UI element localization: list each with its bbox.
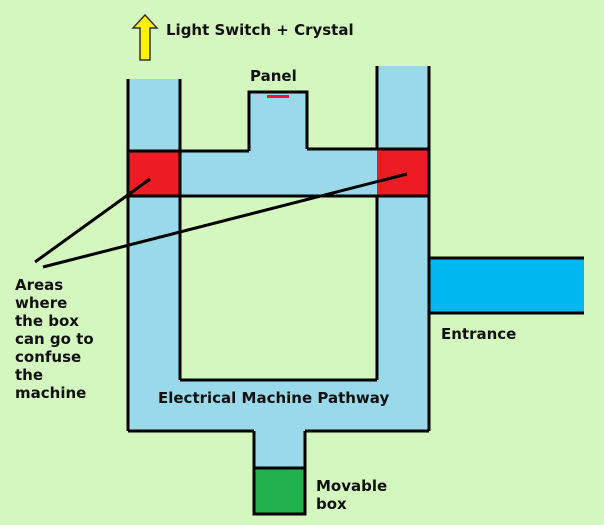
movable-box-label: Movable box	[316, 477, 388, 513]
entrance-corridor[interactable]	[429, 258, 584, 313]
right-confuse-zone[interactable]	[377, 149, 429, 196]
movable-box[interactable]	[252, 466, 307, 516]
pointer-line-left	[34, 177, 151, 264]
pathway-inner-area	[180, 196, 377, 380]
walls	[126, 66, 431, 468]
pathway-label: Electrical Machine Pathway	[158, 389, 390, 407]
panel-label: Panel	[250, 67, 297, 85]
pointer-line-right	[42, 172, 408, 269]
areas-note-label: Areas where the box can go to confuse th…	[15, 276, 94, 402]
entrance-label: Entrance	[441, 325, 517, 343]
up-arrow-icon	[131, 13, 159, 61]
pathway	[128, 66, 429, 468]
light-switch-crystal-label: Light Switch + Crystal	[166, 21, 354, 39]
panel-switch-mark[interactable]	[267, 95, 289, 98]
